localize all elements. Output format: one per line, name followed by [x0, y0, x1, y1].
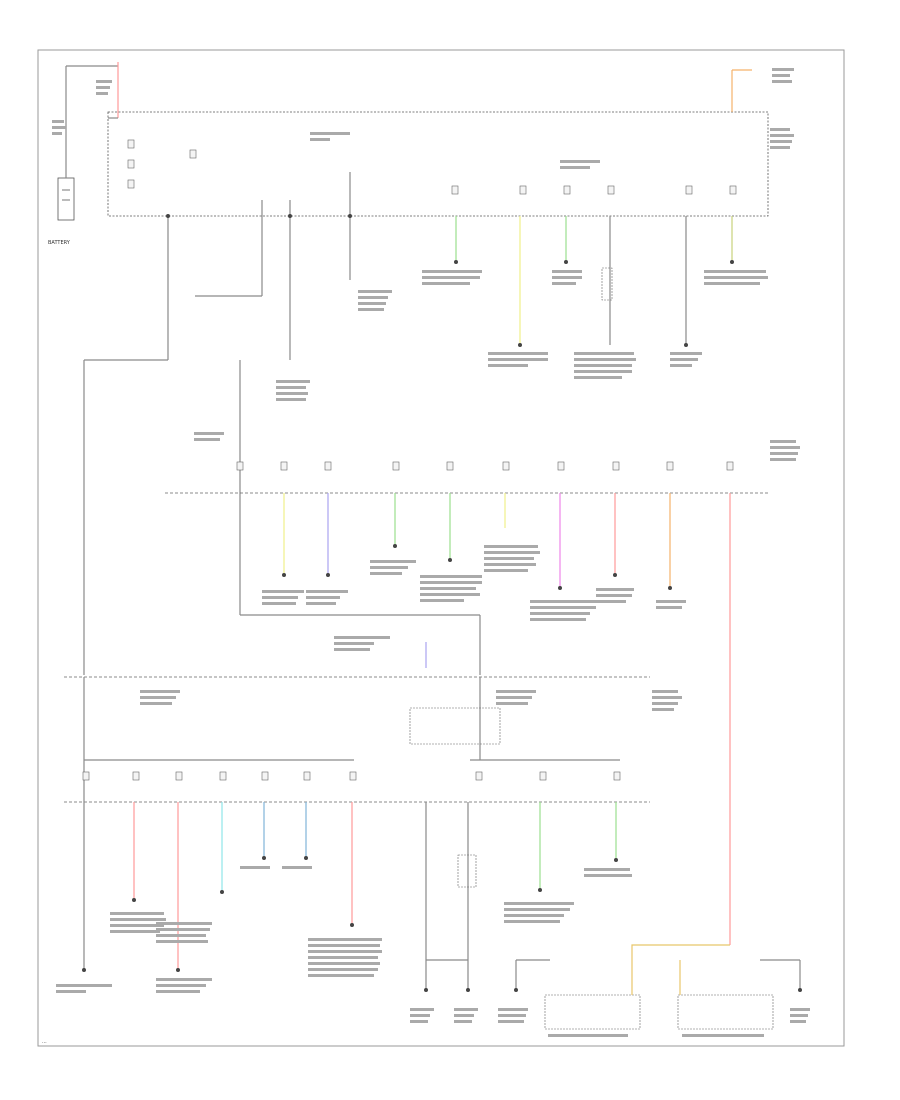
lower-fuses	[82, 771, 621, 781]
top-box-fuses	[127, 139, 737, 195]
middle-fuses	[236, 461, 734, 471]
corner-label: ...	[42, 1039, 47, 1045]
illegible-label-marks	[52, 68, 810, 1037]
wire-amber-1	[631, 944, 730, 995]
front-power-window-sub-switch	[677, 994, 774, 1030]
accessory-relay	[409, 707, 501, 745]
top-fuse-box	[107, 111, 769, 217]
outer-frame	[37, 49, 845, 1047]
front-power-window-main-switch	[544, 994, 641, 1030]
thermal-switch	[457, 854, 477, 888]
battery-symbol	[57, 65, 118, 221]
battery-label: BATTERY	[48, 240, 71, 246]
